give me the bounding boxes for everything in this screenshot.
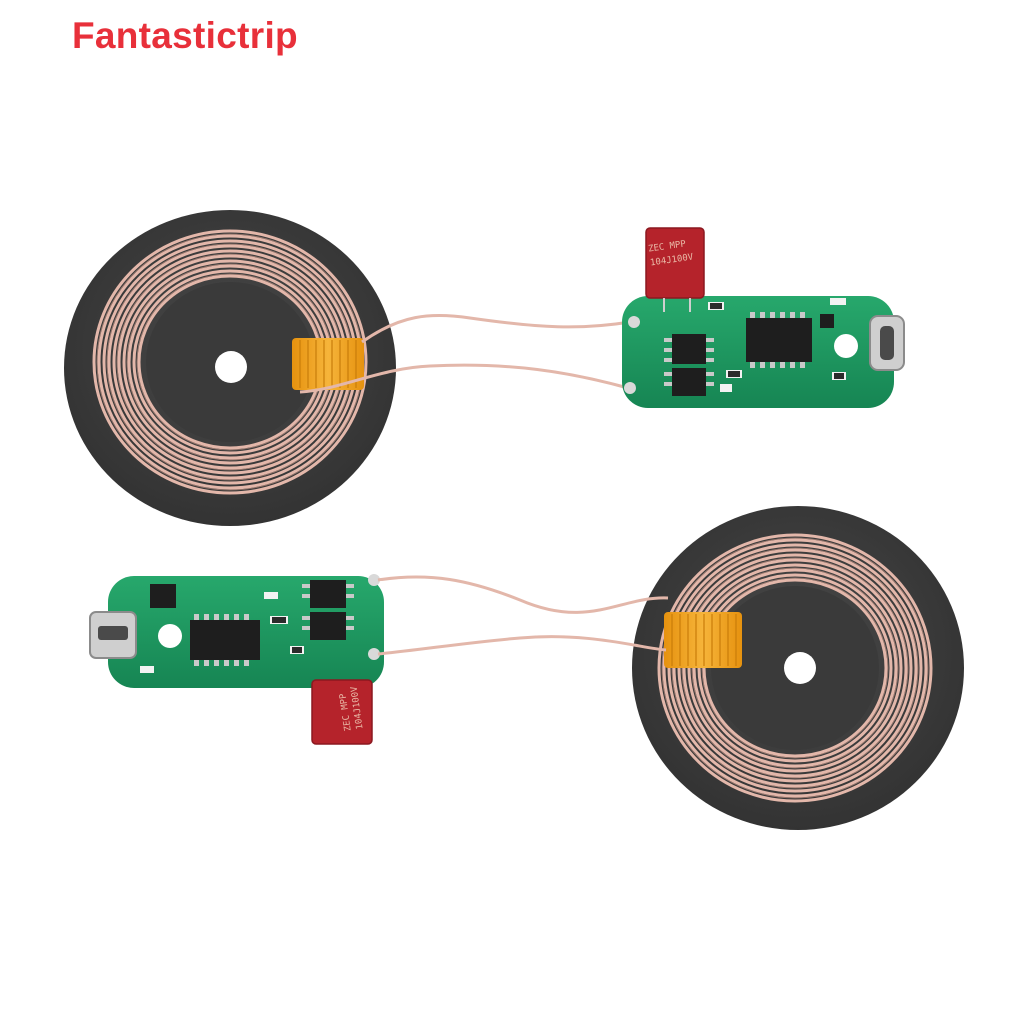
kapton-tape-top (292, 338, 364, 390)
ic-chip-bottom-3 (310, 612, 346, 640)
ic-chip-top-2 (672, 334, 706, 364)
pcb-board-top: ZEC MPP 104J100V (622, 227, 905, 408)
ic-chip-bottom-1 (190, 620, 260, 660)
lead-wire-bottom-1 (377, 575, 669, 614)
ic-chip-top-3 (672, 368, 706, 396)
copper-winding-top (92, 229, 368, 495)
ic-chip-bottom-2 (310, 580, 346, 608)
center-hole-top (215, 351, 247, 383)
ic-chip-top-1 (746, 318, 812, 362)
lead-wire-top-1 (361, 313, 631, 344)
kapton-tape-bottom (664, 612, 742, 668)
capacitor-top (646, 228, 704, 298)
pcb-board-bottom: ZEC MPP 104J100V (89, 574, 384, 745)
coil-top (64, 210, 631, 526)
capacitor-bottom (312, 680, 372, 744)
mounting-hole-top (834, 334, 858, 358)
lead-wire-bottom-2 (377, 635, 667, 656)
brand-watermark: Fantastictrip (72, 15, 298, 56)
lead-wire-top-2 (299, 363, 629, 394)
mounting-hole-bottom (158, 624, 182, 648)
coil-bottom (377, 506, 964, 830)
center-hole-bottom (784, 652, 816, 684)
